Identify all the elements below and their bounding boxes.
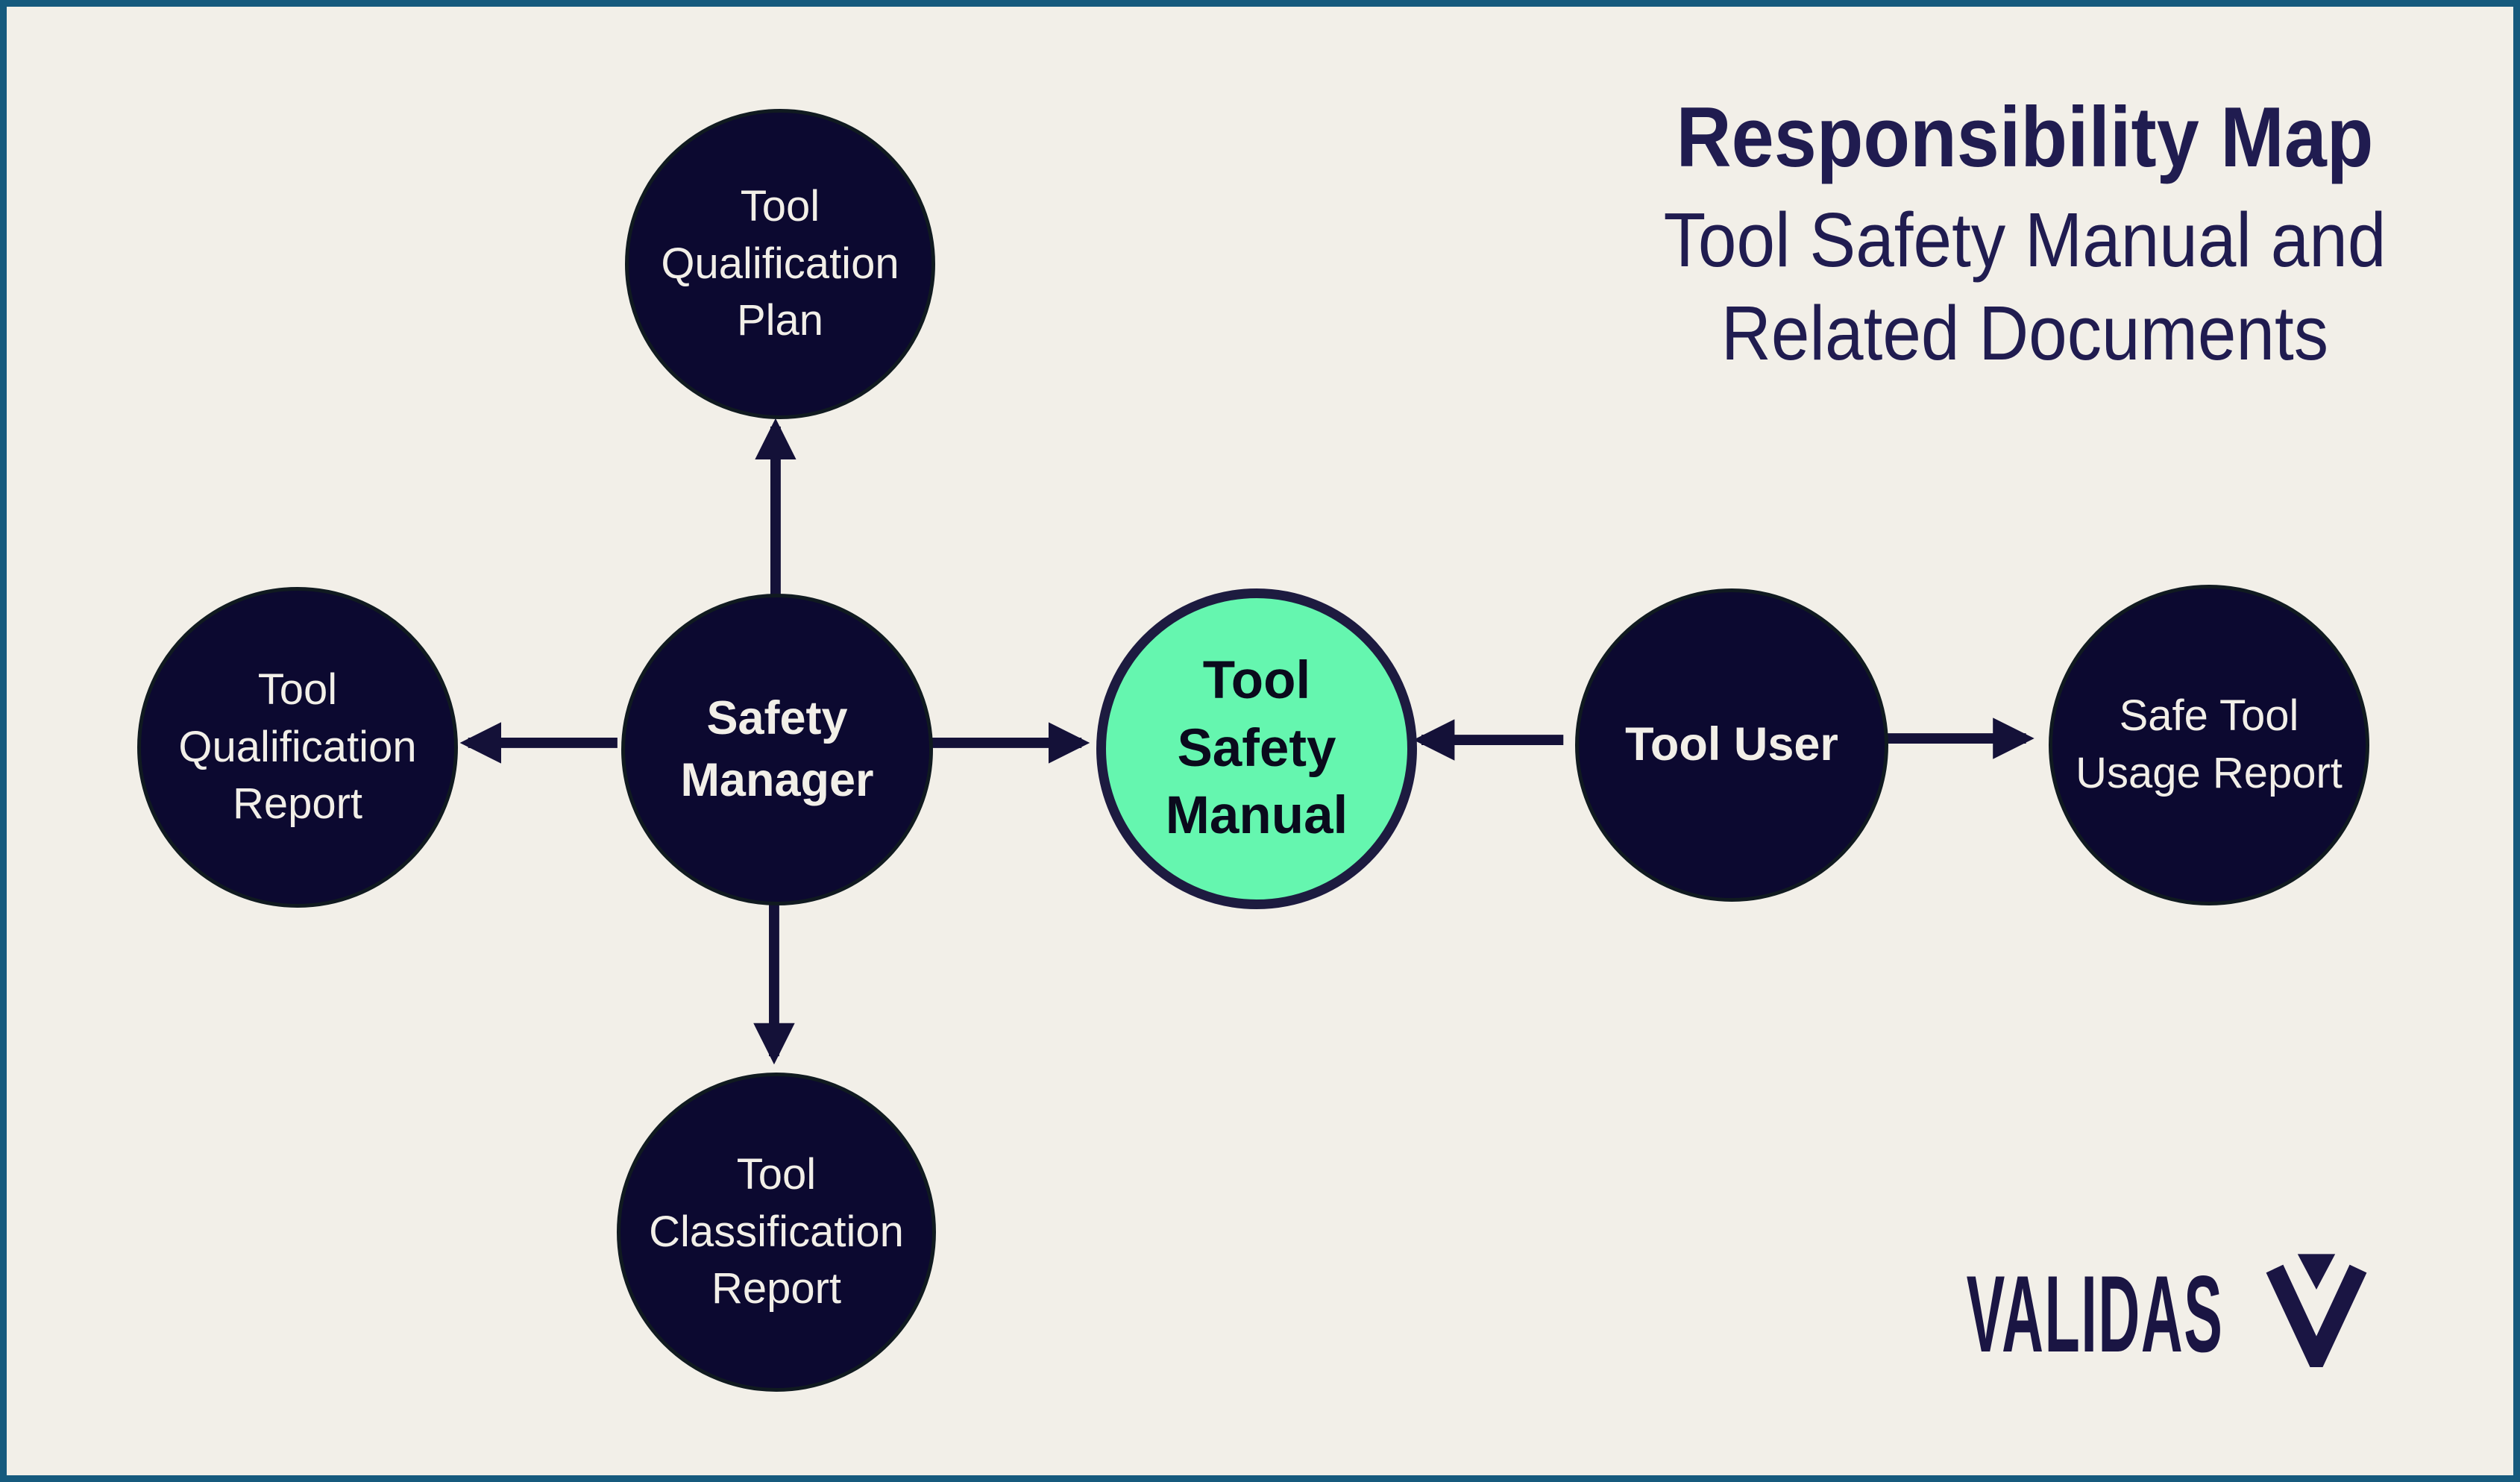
title-block: Responsibility Map Tool Safety Manual an… bbox=[1582, 90, 2468, 380]
node-label: Safety Manager bbox=[680, 691, 874, 806]
node-safe-tool-usage-report: Safe Tool Usage Report bbox=[2049, 585, 2369, 905]
node-tool-classification-report: Tool Classification Report bbox=[617, 1073, 936, 1392]
node-safety-manager: Safety Manager bbox=[621, 594, 933, 905]
node-label: Tool User bbox=[1625, 718, 1838, 771]
node-label: Tool Safety Manual bbox=[1165, 650, 1348, 846]
node-label: Tool Qualification Report bbox=[178, 665, 417, 829]
page-title: Responsibility Map bbox=[1676, 90, 2374, 185]
node-tool-qualification-plan: Tool Qualification Plan bbox=[625, 109, 935, 419]
node-label: Safe Tool Usage Report bbox=[2076, 691, 2343, 797]
validas-v-icon bbox=[2266, 1254, 2367, 1367]
node-label: Tool Classification Report bbox=[649, 1150, 904, 1313]
node-tool-qualification-report: Tool Qualification Report bbox=[137, 587, 458, 908]
validas-wordmark: VALIDAS bbox=[1966, 1253, 2223, 1375]
node-label: Tool Qualification Plan bbox=[661, 182, 899, 345]
node-tool-user: Tool User bbox=[1575, 588, 1888, 902]
page-subtitle: Tool Safety Manual and Related Documents bbox=[1663, 196, 2387, 377]
node-tool-safety-manual: Tool Safety Manual bbox=[1096, 588, 1417, 909]
